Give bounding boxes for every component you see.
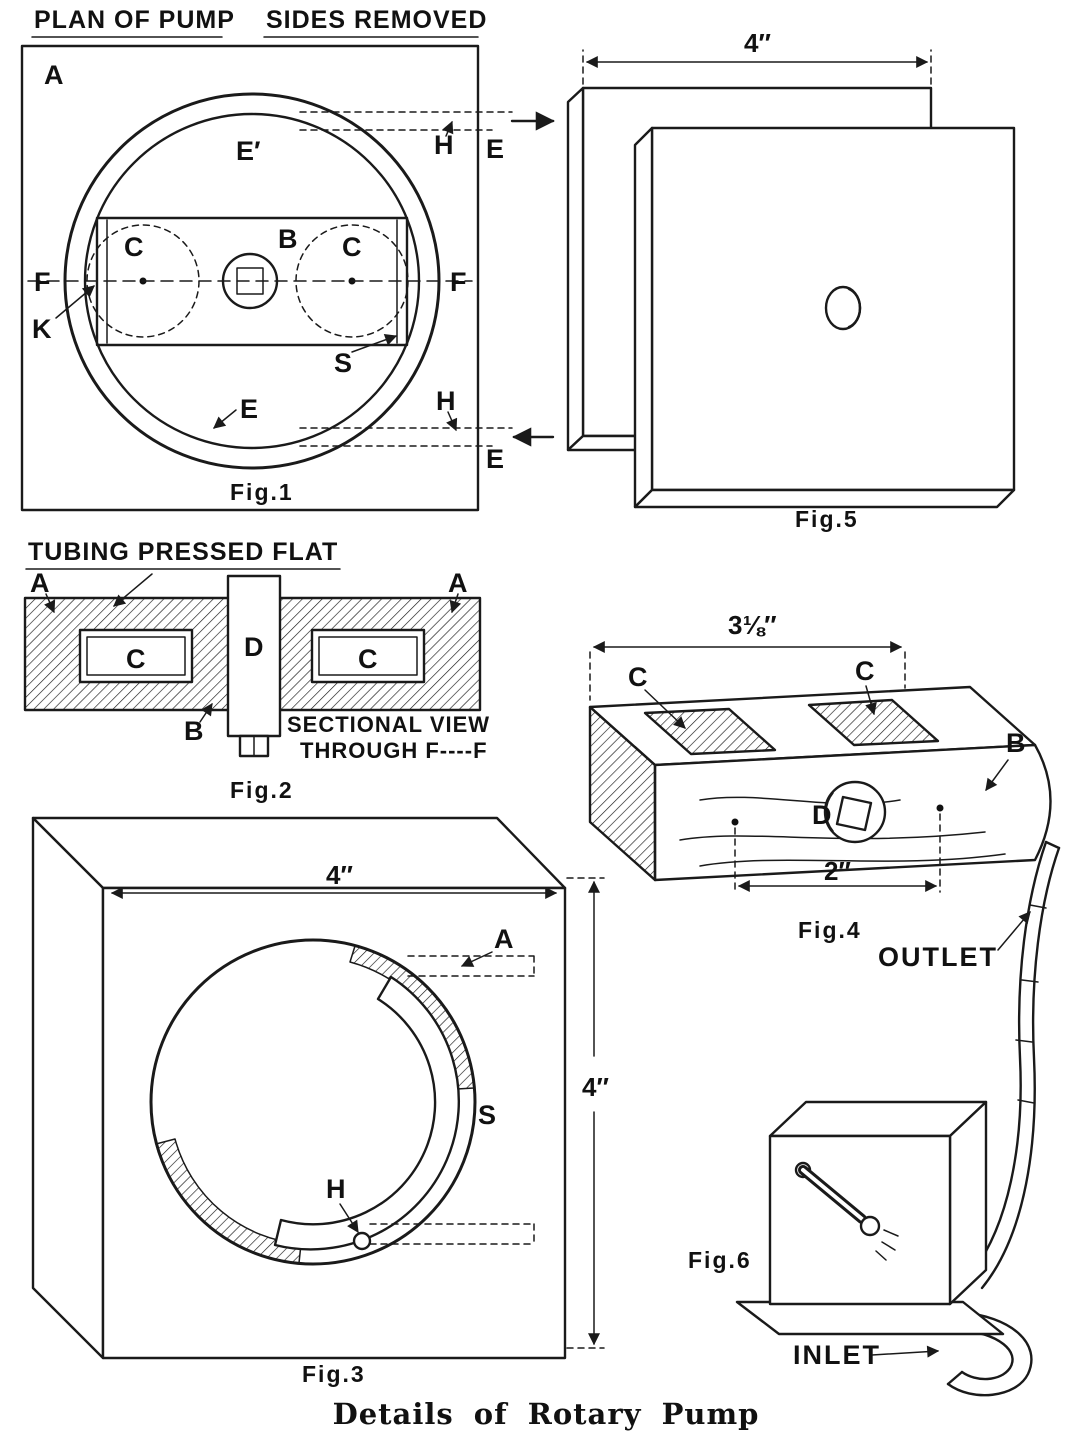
fig3-front-face: [101, 886, 567, 1360]
fig1-label-b: B: [278, 224, 298, 254]
fig1-label-f-left: F: [34, 267, 51, 297]
fig6-caption: Fig.6: [688, 1247, 752, 1273]
fig4-shaft: [823, 780, 887, 844]
fig2-sectional-view: TUBING PRESSED FLAT A A C C D B SECTIONA…: [23, 538, 490, 803]
fig1-label-a: A: [44, 60, 64, 90]
fig5-width-dimension: 4″: [582, 28, 932, 85]
fig6-box-right-face: [948, 1100, 988, 1306]
fig3-cavity-circle: [149, 938, 477, 1266]
fig3-label-s: S: [478, 1100, 496, 1130]
fig5-side-plates: 4″ Fig.5: [566, 28, 1016, 532]
fig6-outlet-label: OUTLET: [878, 942, 998, 972]
fig6-base-plate: [735, 1300, 1005, 1336]
fig6-inlet-tube: [946, 1310, 1033, 1397]
fig3-leader-lines: [339, 951, 493, 1234]
fig4-length-dimension: 3⅛″: [589, 610, 906, 701]
fig2-label-a-left: A: [30, 568, 50, 598]
fig1-leader-lines: [55, 120, 458, 432]
fig4-left-end-face: [588, 705, 657, 882]
fig2-label-c-right: C: [358, 644, 378, 674]
fig1-label-c-left: C: [124, 232, 144, 262]
fig3-rim-hatch-bottom-left: [155, 1138, 302, 1264]
fig3-width-dimension: 4″: [110, 860, 558, 899]
fig2-heading: TUBING PRESSED FLAT: [28, 538, 338, 566]
fig2-label-c-left: C: [126, 644, 146, 674]
fig2-label-a-right: A: [448, 568, 468, 598]
fig1-label-e-inner-top: E′: [236, 136, 260, 166]
fig6-outlet-leader: [997, 911, 1031, 951]
fig4-label-c-right: C: [855, 656, 875, 686]
fig4-dim-span: 2″: [824, 856, 851, 886]
fig2-note-line2: THROUGH F----F: [300, 738, 488, 763]
fig3-height-dimension: 4″: [566, 877, 609, 1349]
fig3-left-face: [31, 816, 105, 1360]
fig2-label-d: D: [244, 632, 264, 662]
fig1-heading-left: PLAN OF PUMP: [34, 6, 235, 34]
fig3-dim-height: 4″: [582, 1072, 609, 1102]
fig1-label-e-inner-bottom: E: [240, 394, 258, 424]
fig3-top-face: [31, 816, 567, 890]
fig3-label-a: A: [494, 924, 514, 954]
fig6-outlet-tube: [964, 840, 1061, 1290]
fig4-leader-lines: [644, 685, 1009, 791]
fig4-hole-right: [936, 804, 944, 812]
fig3-tube-channel: [273, 975, 461, 1251]
fig1-label-h-top: H: [434, 130, 454, 160]
fig4-label-c-left: C: [628, 662, 648, 692]
fig3-pump-body: 4″ 4″ A S H Fig.3: [31, 816, 609, 1387]
fig4-rotor-block: 3⅛″ 2″ C C B: [588, 610, 1052, 943]
fig1-inlet-tube: [299, 427, 555, 447]
fig1-label-e-exit-bottom: E: [486, 444, 504, 474]
fig3-tube-exit-top: [407, 955, 535, 977]
fig4-notch-right: [807, 698, 940, 747]
fig6-box-top-face: [768, 1100, 988, 1138]
fig4-label-d: D: [812, 800, 832, 830]
fig1-label-s: S: [334, 348, 352, 378]
fig2-shaft-bar: [226, 574, 282, 758]
fig6-inlet-label: INLET: [793, 1340, 881, 1370]
fig2-label-b: B: [184, 716, 204, 746]
fig3-label-h: H: [326, 1174, 346, 1204]
fig3-tube-exit-bottom: [369, 1223, 535, 1245]
fig5-caption: Fig.5: [795, 506, 859, 532]
fig6-inlet-leader: [871, 1345, 940, 1358]
fig3-caption: Fig.3: [302, 1361, 366, 1387]
fig1-caption: Fig.1: [230, 479, 294, 505]
fig4-caption: Fig.4: [798, 917, 862, 943]
fig1-casing-box: [20, 44, 480, 512]
fig2-tube-left: [78, 628, 194, 684]
footer-caption: Details of Rotary Pump: [333, 1397, 760, 1431]
fig1-label-e-exit-top: E: [486, 134, 504, 164]
fig2-caption: Fig.2: [230, 777, 294, 803]
fig2-leader-lines: [44, 593, 462, 723]
fig1-plan-view: PLAN OF PUMP SIDES REMOVED: [20, 6, 555, 512]
fig5-dim-width: 4″: [744, 28, 771, 58]
fig4-label-b: B: [1006, 728, 1026, 758]
fig1-label-h-bottom: H: [436, 386, 456, 416]
fig2-note-line1: SECTIONAL VIEW: [287, 712, 490, 737]
fig6-assembled-pump: OUTLET Fig.6 INLET: [688, 840, 1061, 1397]
fig4-span-dimension: 2″: [734, 813, 941, 893]
fig1-heading-right: SIDES REMOVED: [266, 6, 487, 34]
fig1-label-c-right: C: [342, 232, 362, 262]
fig1-label-f-right: F: [450, 267, 467, 297]
fig4-dim-length: 3⅛″: [728, 610, 777, 640]
fig3-dim-width: 4″: [326, 860, 353, 890]
fig2-tube-right: [310, 628, 426, 684]
fig5-shaft-hole: [824, 285, 862, 331]
fig1-outlet-tube: [299, 111, 555, 131]
fig5-front-plate: [633, 126, 1016, 509]
fig1-label-k: K: [32, 314, 52, 344]
fig4-hole-left: [731, 818, 739, 826]
fig3-hole-h: [352, 1231, 372, 1251]
fig6-crank-handle: [794, 1161, 899, 1261]
